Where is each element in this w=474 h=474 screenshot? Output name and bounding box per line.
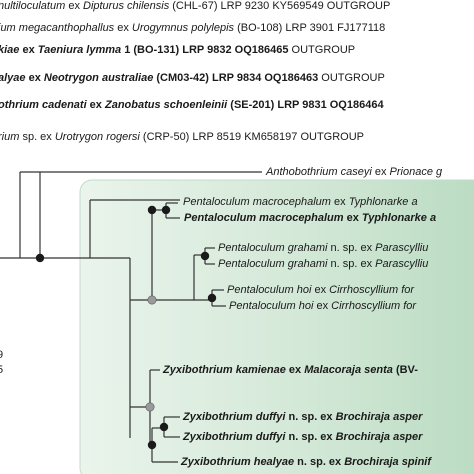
label-part: Zyxibothrium kamienae bbox=[162, 364, 286, 376]
tree-taxon-label: Zyxibothrium kamienae ex Malacoraja sent… bbox=[162, 364, 418, 376]
label-part: ex bbox=[344, 212, 362, 224]
label-part: alyae bbox=[0, 72, 26, 84]
full-support-node bbox=[147, 440, 157, 450]
label-part: Pentaloculum hoi bbox=[227, 284, 312, 296]
label-part: ex bbox=[313, 300, 331, 312]
label-part: Parascylliu bbox=[375, 242, 428, 254]
label-part: ex bbox=[372, 166, 390, 178]
label-part: Brochiraja asper bbox=[336, 411, 424, 423]
tree-taxon-label: Pentaloculum grahami n. sp. ex Parascyll… bbox=[218, 242, 428, 254]
tree-taxon-label: Pentaloculum grahami n. sp. ex Parascyll… bbox=[218, 258, 428, 270]
top-taxon-label: rium sp. ex Urotrygon rogersi (CRP-50) L… bbox=[0, 131, 364, 143]
label-part: OUTGROUP bbox=[318, 72, 385, 84]
label-part: Pentaloculum macrocephalum bbox=[183, 196, 331, 208]
tree-taxon-list: Anthobothrium caseyi ex Prionace g Penta… bbox=[162, 166, 443, 468]
top-taxon-label: ium megacanthophallus ex Urogymnus polyl… bbox=[0, 22, 385, 34]
tree-taxon-label: Zyxibothrium healyae n. sp. ex Brochiraj… bbox=[180, 456, 432, 468]
label-part: Taeniura lymma bbox=[38, 44, 121, 56]
label-part: Anthobothrium caseyi bbox=[265, 166, 372, 178]
label-part: Pentaloculum grahami bbox=[218, 242, 328, 254]
label-part: ex bbox=[114, 22, 132, 34]
label-part: Pentaloculum macrocephalum bbox=[184, 212, 344, 224]
label-part: Typhlonarke a bbox=[349, 196, 418, 208]
label-part: Brochiraja asper bbox=[336, 431, 424, 443]
label-part: Zyxibothrium duffyi bbox=[182, 431, 286, 443]
label-part: (CM03-42) LRP 9834 OQ186463 bbox=[153, 72, 318, 84]
full-support-node bbox=[200, 251, 210, 261]
full-support-node bbox=[207, 293, 217, 303]
label-part: sp. ex bbox=[19, 131, 54, 143]
label-part: ex bbox=[286, 364, 304, 376]
label-part: Zanobatus schoenleinii bbox=[104, 99, 228, 111]
label-part: n. sp. ex bbox=[285, 431, 335, 443]
label-part: Prionace g bbox=[390, 166, 443, 178]
label-part: 1 (BO-131) LRP 9832 OQ186465 bbox=[121, 44, 288, 56]
label-part: Parascylliu bbox=[375, 258, 428, 270]
label-part: Zyxibothrium healyae bbox=[180, 456, 294, 468]
top-taxon-list: nultiloculatum ex Dipturus chilensis (CH… bbox=[0, 0, 390, 143]
tree-taxon-label: Pentaloculum macrocephalum ex Typhlonark… bbox=[183, 196, 418, 208]
tree-taxon-label: Zyxibothrium duffyi n. sp. ex Brochiraja… bbox=[182, 411, 423, 423]
label-part: Cirrhoscyllium for bbox=[331, 300, 417, 312]
partial-support-node bbox=[147, 295, 157, 305]
tree-taxon-label: Anthobothrium caseyi ex Prionace g bbox=[265, 166, 443, 178]
label-part: Urotrygon rogersi bbox=[55, 131, 141, 143]
label-part: (BV- bbox=[393, 364, 418, 376]
top-taxon-label: nultiloculatum ex Dipturus chilensis (CH… bbox=[0, 0, 390, 12]
label-part: (BO-108) LRP 3901 FJ177118 bbox=[234, 22, 385, 34]
top-taxon-label: othrium cadenati ex Zanobatus schoenlein… bbox=[0, 99, 384, 111]
top-taxon-label: kiae ex Taeniura lymma 1 (BO-131) LRP 98… bbox=[0, 44, 355, 56]
label-part: Zyxibothrium duffyi bbox=[182, 411, 286, 423]
label-part: n. sp. ex bbox=[327, 258, 375, 270]
tree-taxon-label: Pentaloculum macrocephalum ex Typhlonark… bbox=[184, 212, 436, 224]
label-part: (SE-201) LRP 9831 OQ186464 bbox=[227, 99, 384, 111]
clade-highlight-box bbox=[79, 179, 474, 474]
label-part: ex bbox=[26, 72, 44, 84]
full-support-node bbox=[159, 422, 169, 432]
label-part: (CRP-50) LRP 8519 KM658197 OUTGROUP bbox=[140, 131, 364, 143]
label-part: n. sp. ex bbox=[327, 242, 375, 254]
label-part: Neotrygon australiae bbox=[44, 72, 153, 84]
label-part: ex bbox=[331, 196, 349, 208]
label-part: othrium cadenati bbox=[0, 99, 88, 111]
label-part: rium bbox=[0, 131, 19, 143]
scale-fragment: 9 bbox=[0, 349, 3, 361]
tree-taxon-label: Pentaloculum hoi ex Cirrhoscyllium for bbox=[229, 300, 417, 312]
label-part: OUTGROUP bbox=[288, 44, 355, 56]
label-part: kiae bbox=[0, 44, 19, 56]
label-part: Malacoraja senta bbox=[304, 364, 393, 376]
full-support-node bbox=[35, 253, 45, 263]
label-part: Pentaloculum hoi bbox=[229, 300, 314, 312]
scale-fragment: 5 bbox=[0, 364, 3, 376]
node-markers bbox=[35, 205, 217, 450]
label-part: nultiloculatum bbox=[0, 0, 65, 12]
partial-support-node bbox=[145, 402, 155, 412]
label-part: Dipturus chilensis bbox=[83, 0, 170, 12]
label-part: Typhlonarke a bbox=[362, 212, 436, 224]
label-part: ex bbox=[19, 44, 37, 56]
top-taxon-label: alyae ex Neotrygon australiae (CM03-42) … bbox=[0, 72, 385, 84]
label-part: Cirrhoscyllium for bbox=[329, 284, 415, 296]
label-part: ex bbox=[65, 0, 83, 12]
label-part: ium megacanthophallus bbox=[0, 22, 115, 34]
label-part: Pentaloculum grahami bbox=[218, 258, 328, 270]
label-part: n. sp. ex bbox=[285, 411, 335, 423]
tree-taxon-label: Zyxibothrium duffyi n. sp. ex Brochiraja… bbox=[182, 431, 423, 443]
label-part: (CHL-67) LRP 9230 KY569549 OUTGROUP bbox=[169, 0, 390, 12]
tree-taxon-label: Pentaloculum hoi ex Cirrhoscyllium for bbox=[227, 284, 415, 296]
label-part: Urogymnus polylepis bbox=[132, 22, 235, 34]
label-part: ex bbox=[311, 284, 329, 296]
label-part: n. sp. ex bbox=[294, 456, 344, 468]
full-support-node bbox=[161, 205, 171, 215]
label-part: Brochiraja spinif bbox=[344, 456, 432, 468]
full-support-node bbox=[147, 205, 157, 215]
label-part: ex bbox=[87, 99, 105, 111]
